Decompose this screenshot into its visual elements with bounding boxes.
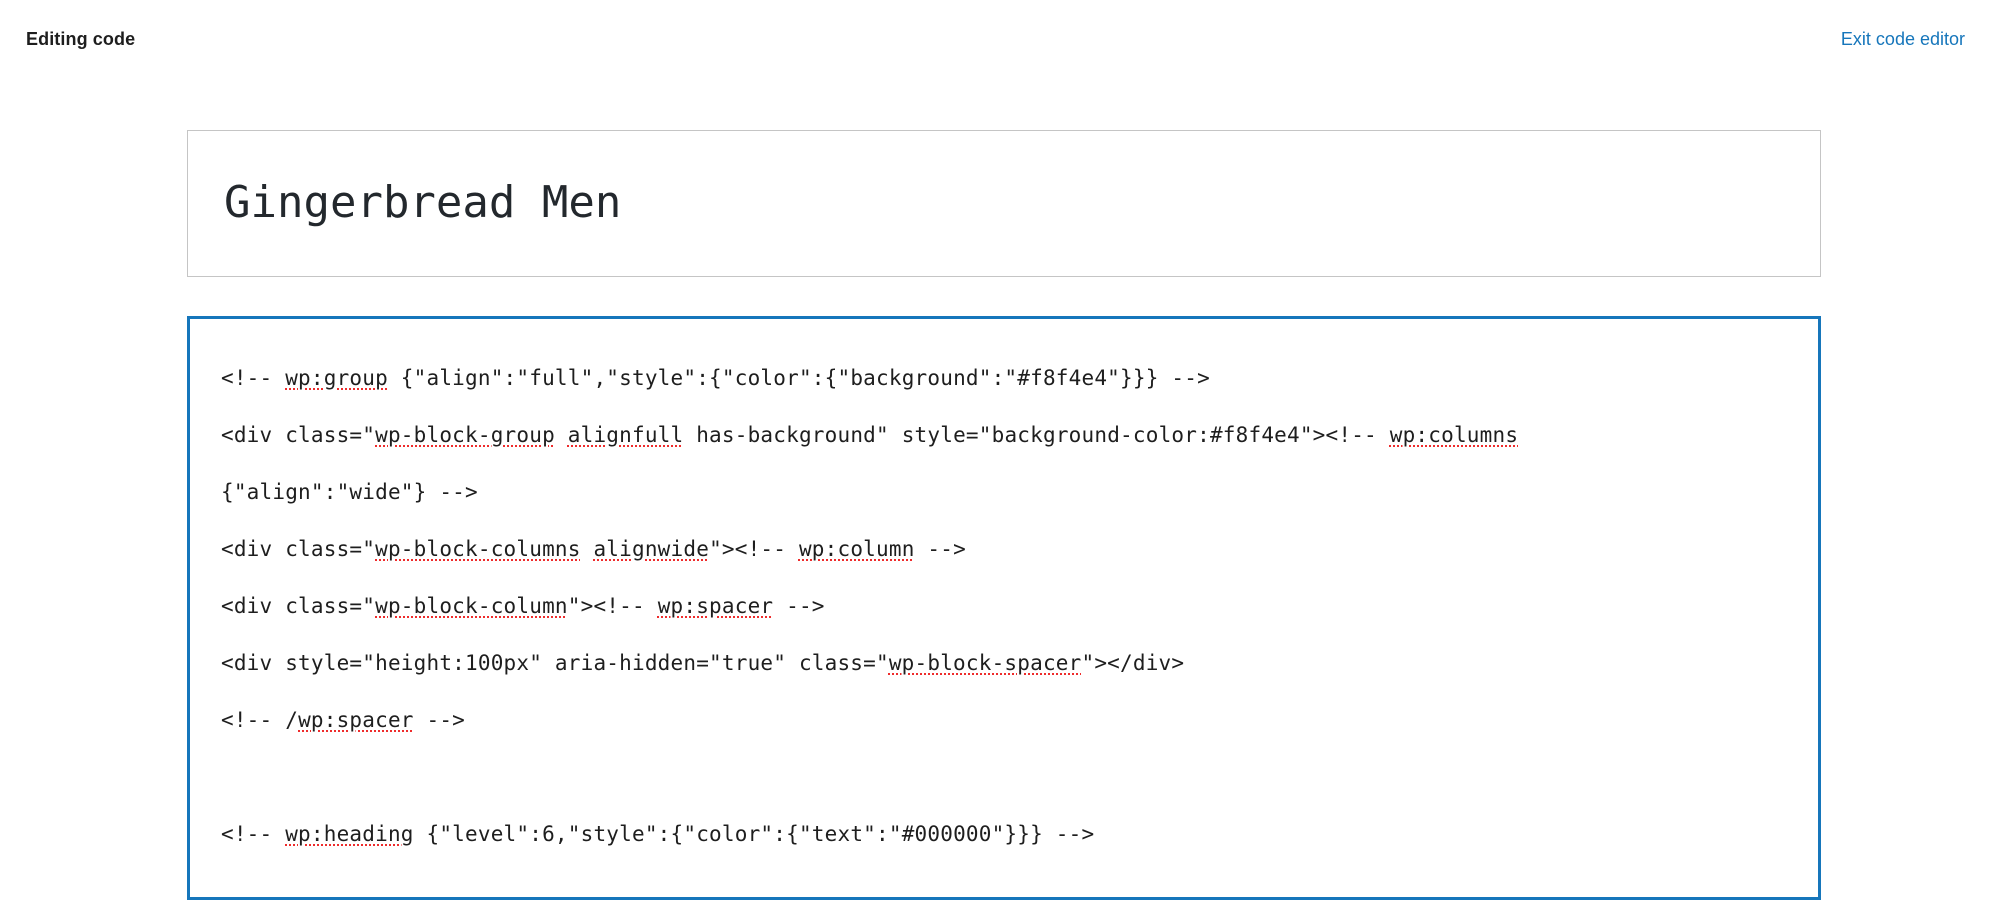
- misspelled-word: wp:group: [285, 366, 388, 390]
- code-text: -->: [413, 708, 466, 732]
- code-text: <div class=": [221, 537, 376, 561]
- code-editor-textarea[interactable]: <!-- wp:group {"align":"full","style":{"…: [187, 316, 1821, 900]
- code-text: {"level":6,"style":{"color":{"text":"#00…: [413, 822, 1095, 846]
- code-text: <div style="height:100px" aria-hidden="t…: [221, 651, 889, 675]
- misspelled-word: alignwide: [593, 537, 710, 561]
- code-text: {"align":"full","style":{"color":{"backg…: [387, 366, 1210, 390]
- misspelled-word: wp-block-group: [375, 423, 555, 447]
- code-line: <!-- wp:heading {"level":6,"style":{"col…: [221, 806, 1792, 863]
- code-text: [555, 423, 568, 447]
- exit-code-editor-button[interactable]: Exit code editor: [1835, 26, 1971, 52]
- misspelled-word: wp-block-spacer: [888, 651, 1082, 675]
- code-line: <div class="wp-block-columns alignwide">…: [221, 521, 1792, 578]
- code-editor-content[interactable]: <!-- wp:group {"align":"full","style":{"…: [221, 350, 1792, 863]
- misspelled-word: wp:column: [798, 537, 915, 561]
- code-line: [221, 749, 1792, 806]
- code-text: <div class=": [221, 423, 376, 447]
- misspelled-word: wp-block-columns: [375, 537, 581, 561]
- code-text: <!-- /: [221, 708, 299, 732]
- code-line: <!-- wp:group {"align":"full","style":{"…: [221, 350, 1792, 407]
- misspelled-word: wp-block-column: [375, 594, 568, 618]
- code-line: <div style="height:100px" aria-hidden="t…: [221, 635, 1792, 692]
- code-text: "><!--: [709, 537, 799, 561]
- code-line: <div class="wp-block-group alignfull has…: [221, 407, 1792, 464]
- editor-top-bar: Editing code Exit code editor: [0, 0, 1999, 78]
- page-title: Editing code: [26, 29, 136, 49]
- code-text: -->: [773, 594, 825, 618]
- code-line: <div class="wp-block-column"><!-- wp:spa…: [221, 578, 1792, 635]
- misspelled-word: alignfull: [567, 423, 684, 447]
- code-text: "><!--: [567, 594, 658, 618]
- code-line: {"align":"wide"} -->: [221, 464, 1792, 521]
- code-text: -->: [914, 537, 966, 561]
- code-text: [581, 537, 594, 561]
- post-title-text[interactable]: Gingerbread Men: [224, 177, 622, 229]
- code-text: has-background" style="background-color:…: [683, 423, 1390, 447]
- code-line: <!-- /wp:spacer -->: [221, 692, 1792, 749]
- code-text: "></div>: [1081, 651, 1185, 675]
- post-title-field[interactable]: Gingerbread Men: [187, 130, 1821, 277]
- misspelled-word: wp:spacer: [657, 594, 774, 618]
- misspelled-word: wp:spacer: [298, 708, 414, 732]
- editor-content: Gingerbread Men <!-- wp:group {"align":"…: [187, 130, 1821, 900]
- code-text: <div class=": [221, 594, 376, 618]
- misspelled-word: wp:heading: [285, 822, 414, 846]
- code-text: {"align":"wide"} -->: [221, 480, 478, 504]
- code-text: <!--: [221, 822, 286, 846]
- misspelled-word: wp:columns: [1389, 423, 1519, 447]
- code-text: <!--: [221, 366, 286, 390]
